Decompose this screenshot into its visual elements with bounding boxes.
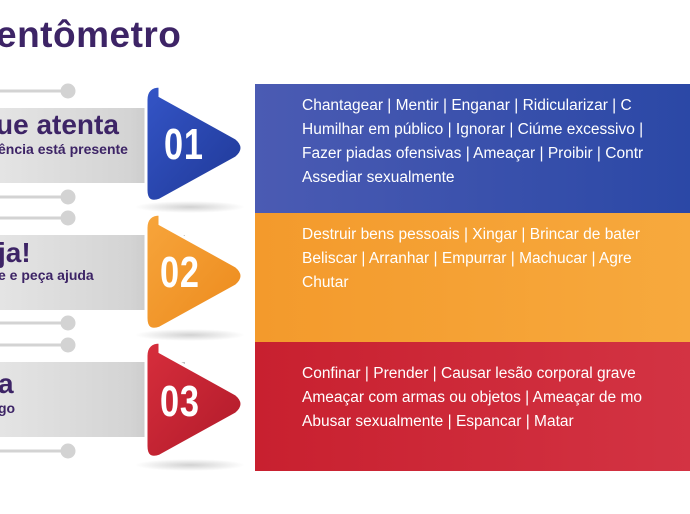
level-1-number: 01	[164, 120, 204, 169]
level-1-triangle	[144, 84, 244, 203]
level-3-item-line: Ameaçar com armas ou objetos | Ameaçar d…	[302, 389, 643, 406]
level-3-triangle	[144, 340, 244, 459]
level-3-item-line: Confinar | Prender | Causar lesão corpor…	[302, 365, 636, 382]
connector-lines	[0, 83, 76, 459]
level-1-item-line: Fazer piadas ofensivas | Ameaçar | Proib…	[302, 145, 644, 162]
level-1-item-line: Chantagear | Mentir | Enganar | Ridicula…	[302, 97, 632, 114]
level-1-subtitle: ência está presente	[0, 141, 128, 157]
level-3-item-line: Abusar sexualmente | Espancar | Matar	[302, 413, 574, 430]
level-3-panel: Confinar | Prender | Causar lesão corpor…	[255, 342, 690, 471]
level-3-subtitle: go	[0, 400, 16, 416]
level-1-title: ue atenta	[0, 109, 119, 140]
level-2-subtitle: e e peça ajuda	[0, 267, 94, 283]
level-1-panel: Chantagear | Mentir | Enganar | Ridicula…	[255, 84, 690, 213]
level-3-number: 03	[160, 377, 200, 426]
level-2-triangle	[144, 212, 244, 331]
level-2-title: ja!	[0, 237, 31, 268]
level-2-item-line: Destruir bens pessoais | Xingar | Brinca…	[302, 226, 641, 243]
level-1-item-line: Assediar sexualmente	[302, 169, 455, 186]
level-1-item-line: Humilhar em público | Ignorar | Ciúme ex…	[302, 121, 644, 138]
level-2-item-line: Chutar	[302, 274, 349, 291]
level-3-title: a	[0, 368, 14, 399]
level-2-panel: Destruir bens pessoais | Xingar | Brinca…	[255, 213, 690, 342]
level-2-number: 02	[160, 248, 200, 297]
page-title: entômetro	[0, 14, 182, 55]
level-2-item-line: Beliscar | Arranhar | Empurrar | Machuca…	[302, 250, 632, 267]
